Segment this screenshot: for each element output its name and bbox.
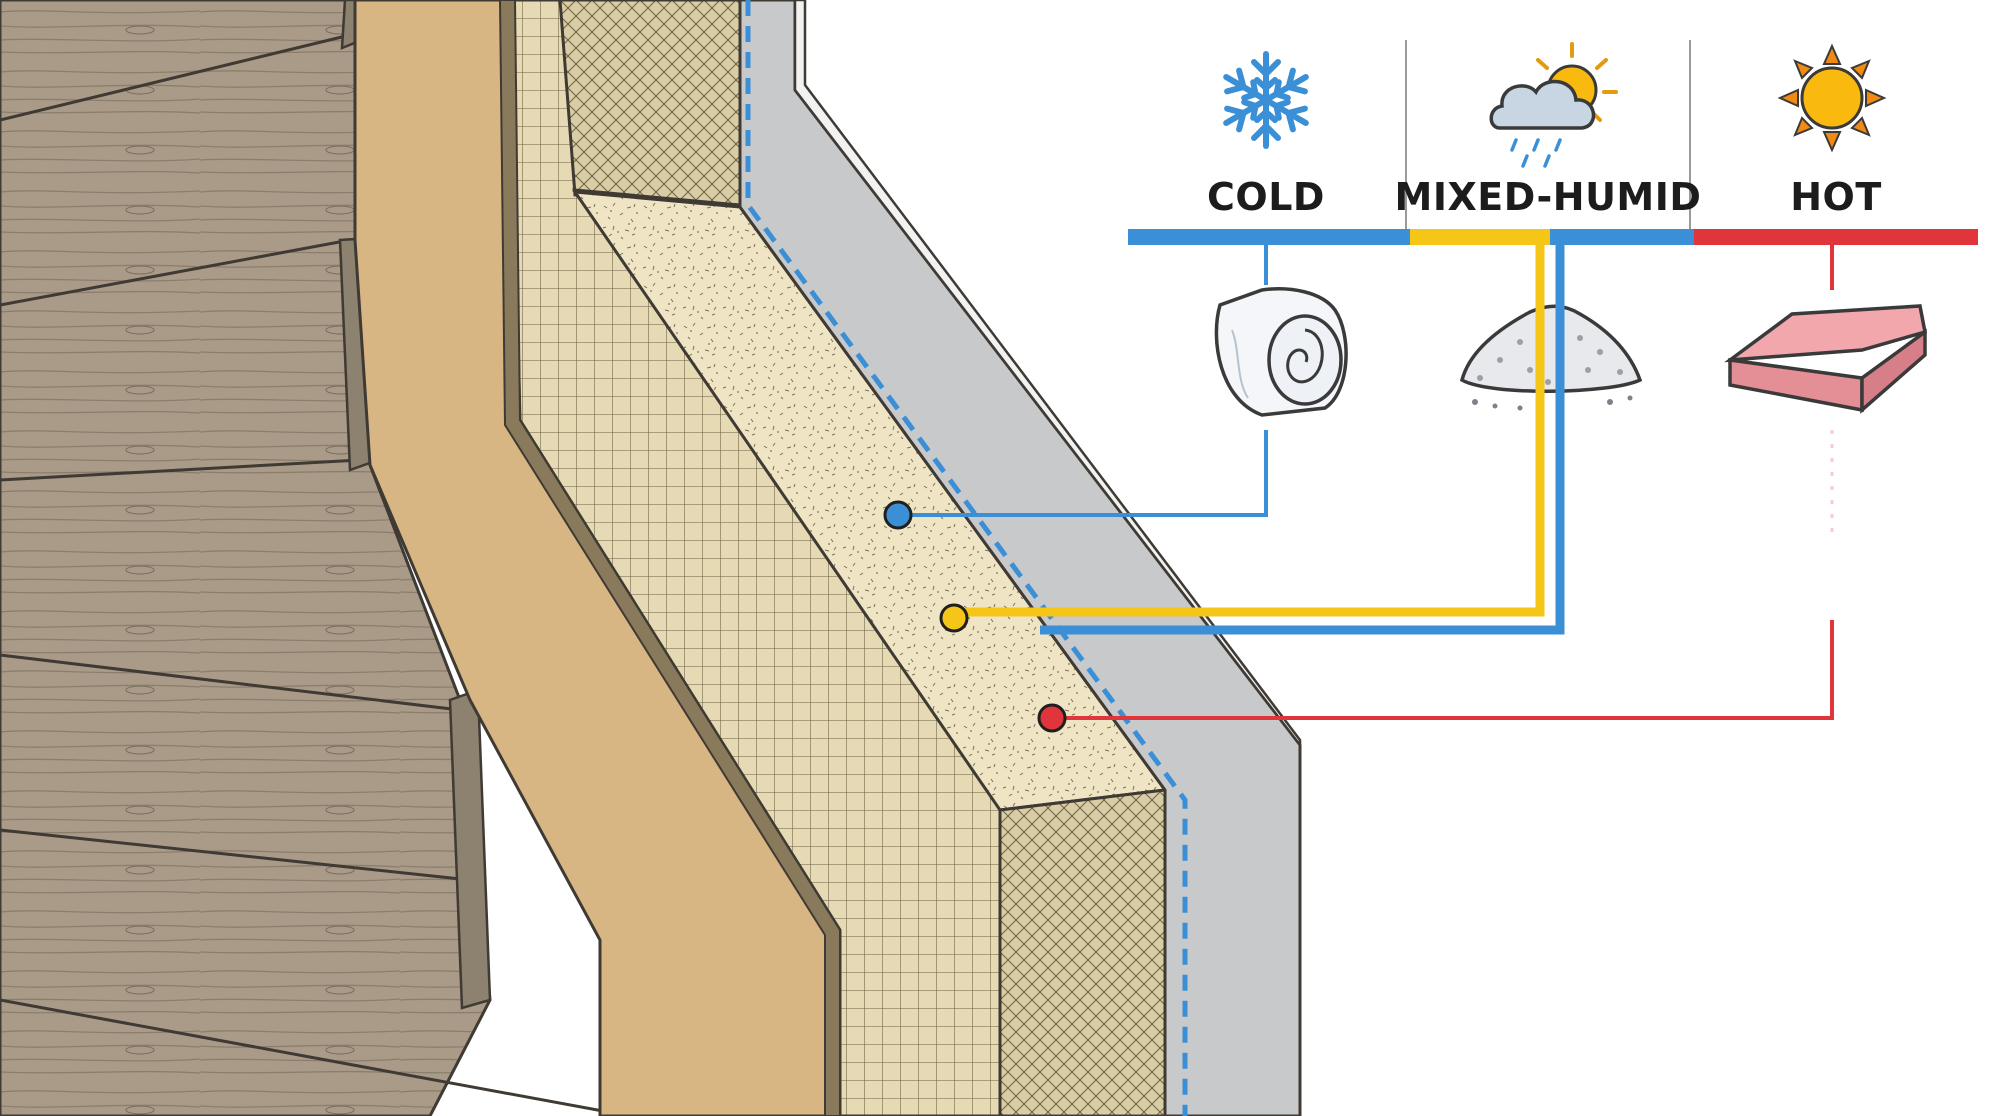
snowflake-icon — [1220, 51, 1312, 146]
zone-bar-cold — [1128, 229, 1410, 245]
marker-hot — [1037, 703, 1067, 733]
sun-icon — [1777, 43, 1887, 153]
sun-cloud-rain-icon — [1489, 42, 1618, 168]
marker-cold — [883, 500, 913, 530]
connector-mixed-blue — [1040, 245, 1565, 635]
mesh-edge-strip — [498, 0, 841, 1116]
zone-bar-mixed-blue — [1550, 229, 1694, 245]
zone-label-hot: HOT — [1790, 175, 1882, 219]
rigid-foam-board-icon — [1724, 304, 1928, 414]
wall-section — [0, 0, 1302, 1116]
zone-label-cold: COLD — [1207, 175, 1325, 219]
marker-mixed — [939, 603, 969, 633]
connector-cold — [900, 245, 1268, 517]
vapor-barrier-line — [745, 0, 1188, 1116]
zone-bar-hot — [1694, 229, 1978, 245]
zone-label-mixed-humid: MIXED-HUMID — [1395, 175, 1702, 219]
connector-hot — [1058, 620, 1834, 720]
fiberglass-batt-roll-icon — [1214, 287, 1348, 417]
climate-zone-panel: COLD MIXED-HUMID HOT — [883, 40, 1978, 733]
siding-board-edges — [0, 33, 631, 1116]
upper-batt-block — [558, 0, 742, 207]
drywall-face — [793, 0, 1302, 749]
loose-fill-insulation-icon — [1459, 304, 1643, 411]
zone-bar-mixed — [1410, 229, 1550, 245]
lower-batt-block — [998, 788, 1167, 1116]
connector-mixed-yellow — [956, 245, 1545, 617]
